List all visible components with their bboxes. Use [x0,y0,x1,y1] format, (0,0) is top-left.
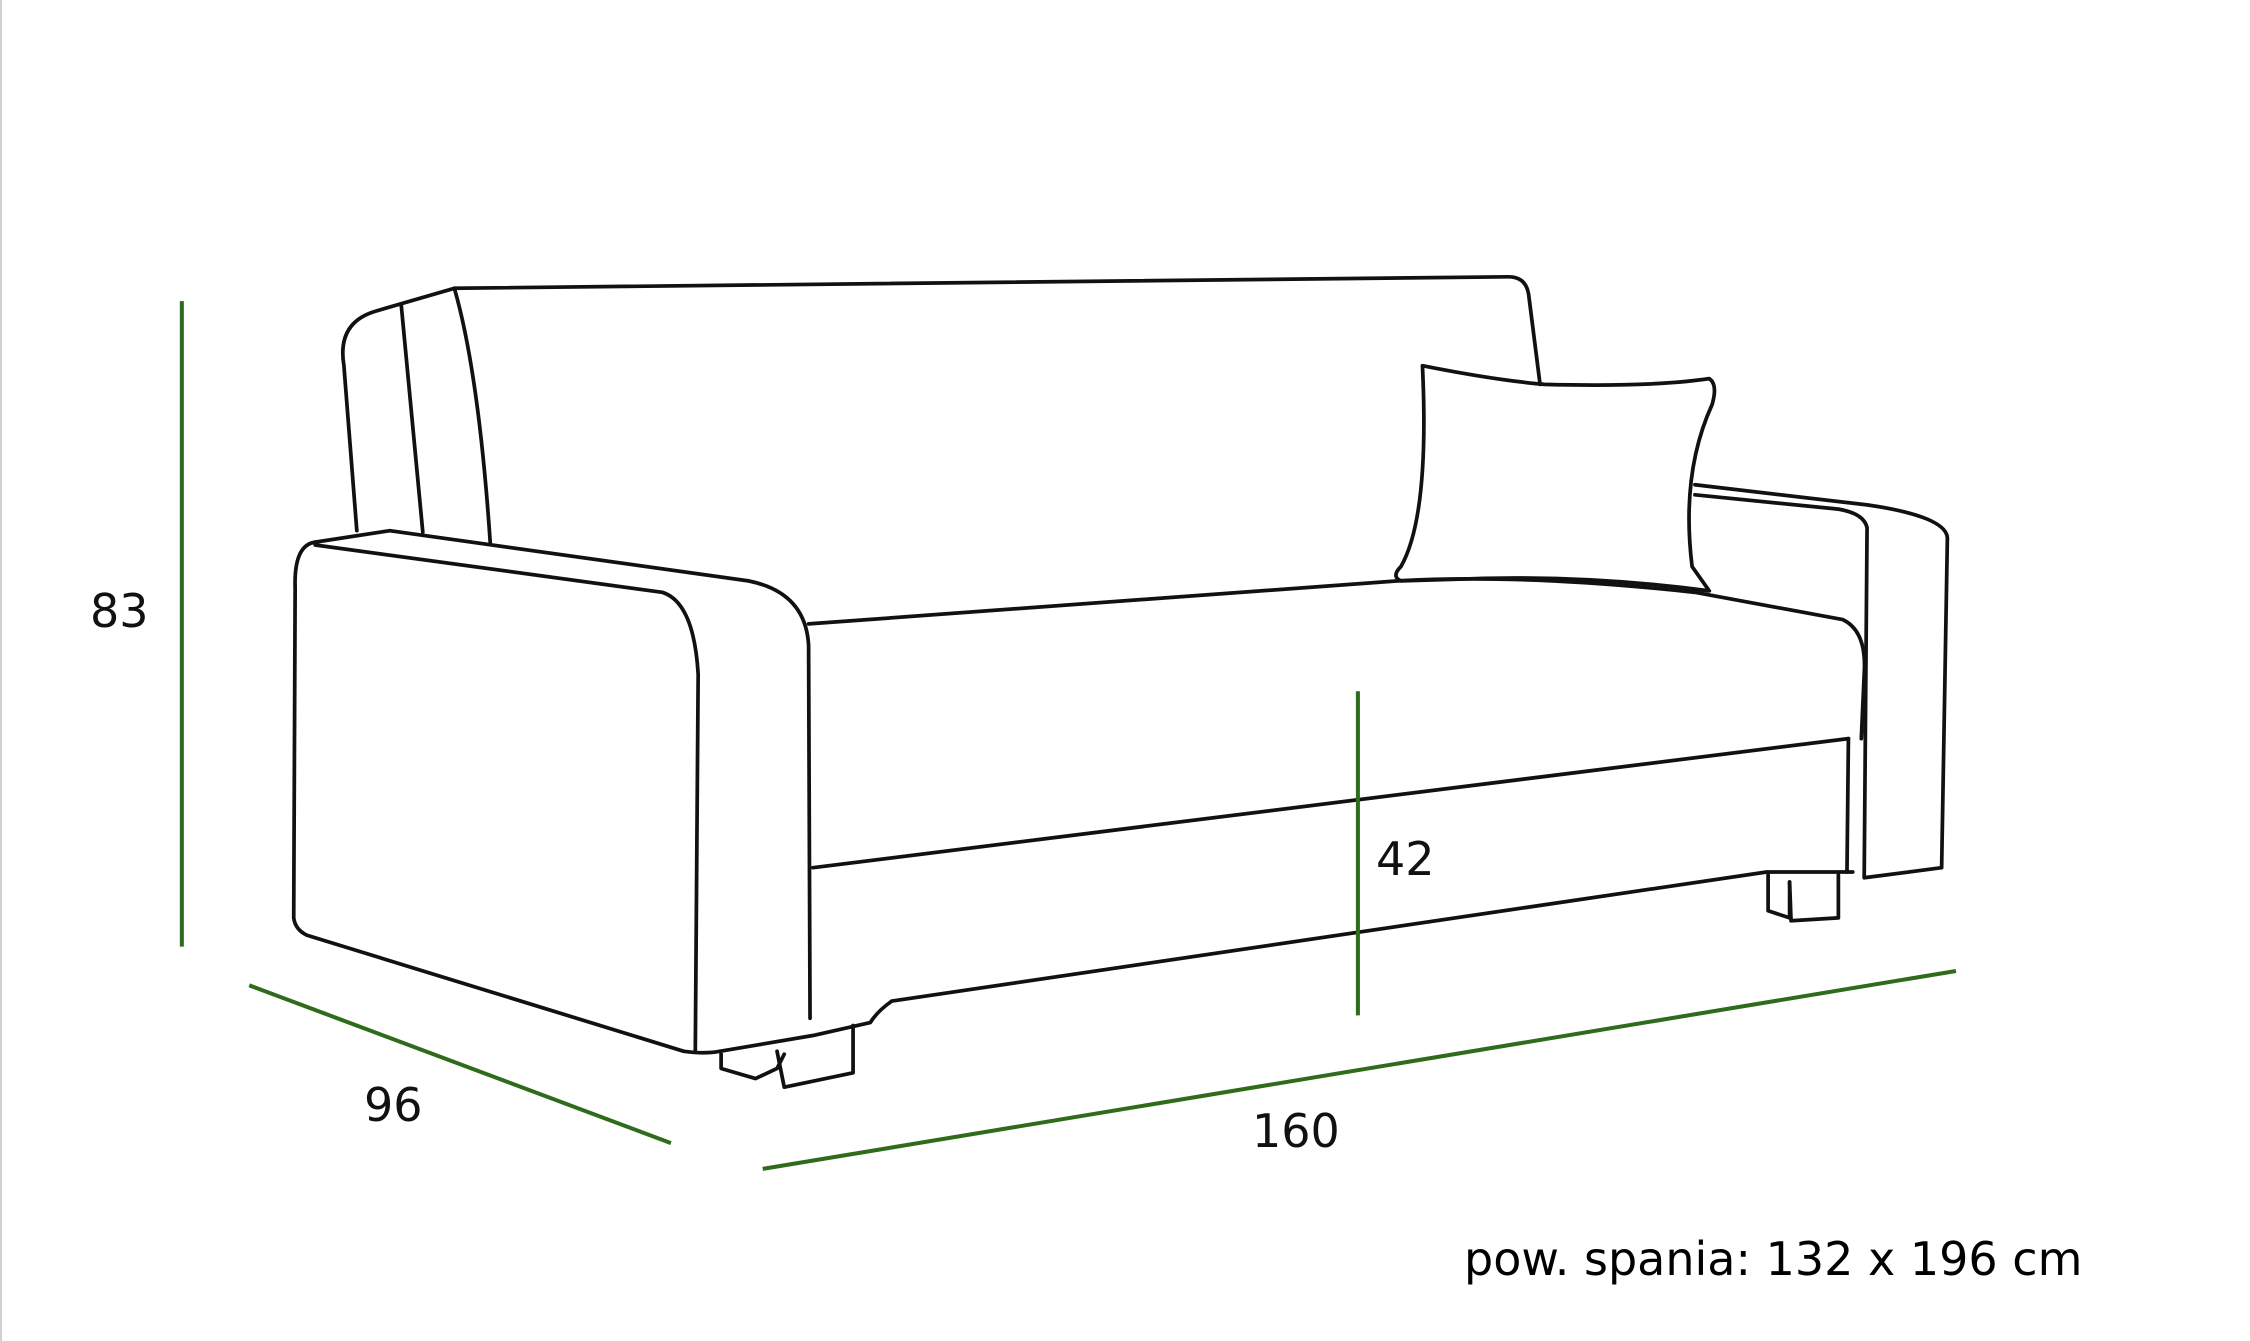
sleeping-area-caption: pow. spania: 132 x 196 cm [1464,1232,2083,1286]
left-leg [719,1052,787,1081]
dimension-lines [179,301,1957,1171]
backrest-seam-1 [399,303,425,534]
backrest [341,274,1542,533]
base-right [1845,736,1851,874]
depth-label: 96 [364,1078,423,1132]
width-dimension-line [762,968,1957,1171]
left-armrest [313,528,812,1021]
left-arm-face [313,543,701,1054]
sofa-outline [291,274,1950,1090]
seat-base-line [811,736,1851,870]
pillow [1394,363,1717,593]
backrest-seam-2 [452,286,493,545]
height-label: 83 [90,584,149,638]
width-label: 160 [1252,1104,1340,1158]
depth-dimension-line [248,983,672,1145]
right-leg [1766,873,1792,920]
left-leg-2 [775,1023,855,1090]
seat-height-label: 42 [1376,832,1435,886]
base-bottom [717,870,1855,1054]
left-arm-front [291,540,722,1055]
right-leg-2 [1787,873,1841,923]
right-armrest [1693,482,1950,880]
seat-cushion-front [806,577,1867,741]
